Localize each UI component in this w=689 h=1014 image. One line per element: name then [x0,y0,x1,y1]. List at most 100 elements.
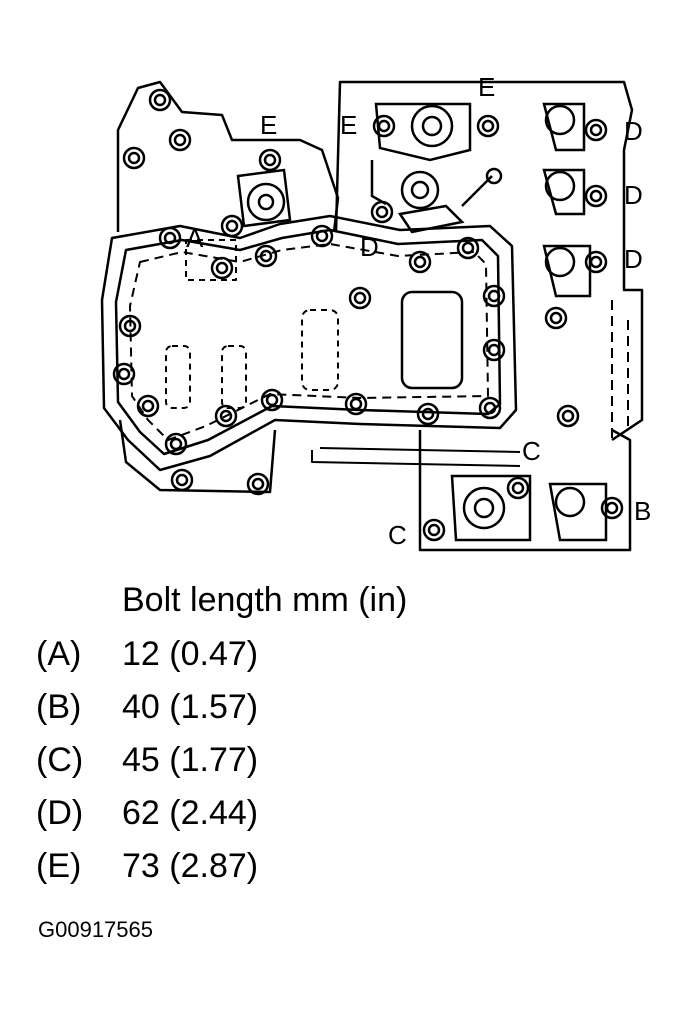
bolt-center [117,367,131,381]
bolt-center [141,399,155,413]
callout-d-right-3: D [624,244,643,274]
solenoid-d-1 [542,102,586,152]
callout-d-center: D [360,232,379,262]
bolt-center [377,119,391,133]
bolt-center [589,189,603,203]
bolt-head [254,244,278,268]
oil-pipe [311,447,521,467]
legend-value: 12 (0.47) [122,635,259,673]
legend-code: (C) [36,741,84,779]
right-dashed-column [611,300,629,440]
bolt-head [214,404,238,428]
callout-b: B [634,496,651,526]
bolt-center [315,229,329,243]
bolt-center [413,255,427,269]
bolt-head [544,306,568,330]
legend-code: (A) [36,635,82,673]
hidden-spool-2 [221,345,247,409]
upper-left-casting [116,80,340,233]
bolt-center [461,241,475,255]
solenoid-c [450,474,532,542]
bolt-center [589,123,603,137]
bolt-head [310,224,334,248]
legend-code: (D) [36,794,84,832]
legend-code: (B) [36,688,82,726]
bolt-head [148,88,172,112]
lower-casting [118,419,277,494]
bolt-head [416,402,440,426]
callout-e-left: E [260,110,277,140]
solenoid-plate-lower [418,428,632,552]
bolt-center [175,473,189,487]
bolt-center [173,133,187,147]
bolt-head [408,250,432,274]
bolt-center [353,291,367,305]
legend-code: (E) [36,847,82,885]
bolt-center [427,523,441,537]
bolt-head [210,256,234,280]
separator-plate-outer [100,214,518,472]
bolt-center [483,401,497,415]
bolt-head [220,214,244,238]
bolt-center [605,501,619,515]
legend-value: 40 (1.57) [122,688,259,726]
bolt-head [122,146,146,170]
bolt-head [584,250,608,274]
callout-d-right-1: D [624,116,643,146]
solenoid-d-2 [542,168,586,216]
bolt-head [506,476,530,500]
callout-e-mid: E [340,110,357,140]
bolt-group [112,88,624,542]
solenoid-plate-upper [334,80,644,442]
callout-e-top: E [478,72,495,102]
bolt-head [600,496,624,520]
bolt-center [163,231,177,245]
bolt-head [478,396,502,420]
bolt-head [482,284,506,308]
bolt-head [136,394,160,418]
legend-value: 45 (1.77) [122,741,259,779]
bolt-center [487,289,501,303]
bolt-center [127,151,141,165]
bolt-head [482,338,506,362]
bolt-head [584,118,608,142]
bolt-head [168,128,192,152]
bolt-center [169,437,183,451]
hidden-block [185,239,237,281]
bolt-head [348,286,372,310]
bolt-center [589,255,603,269]
bolt-head [370,200,394,224]
bolt-head [170,468,194,492]
bolt-center [487,343,501,357]
bolt-center [215,261,229,275]
bolt-head [118,314,142,338]
bolt-center [123,319,137,333]
bolt-center [251,477,265,491]
bolt-head [556,404,580,428]
callout-c-bottom: C [388,520,407,550]
bolt-head [258,148,282,172]
bolt-center [549,311,563,325]
valve-body-diagram: A B C C D D D D E E E [100,72,651,552]
bolt-center [263,153,277,167]
bolt-center [511,481,525,495]
solenoid-d-3 [542,244,592,298]
legend-value: 73 (2.87) [122,847,259,885]
solenoid-e-left [236,168,292,228]
legend-value: 62 (2.44) [122,794,259,832]
solenoid-b [548,482,608,542]
bolt-head [476,114,500,138]
bolt-center [561,409,575,423]
bolt-center [219,409,233,423]
bolt-center [153,93,167,107]
bolt-head [456,236,480,260]
callout-a: A [186,223,204,253]
hidden-spool-1 [301,309,339,391]
callout-d-right-2: D [624,180,643,210]
bolt-center [259,249,273,263]
solenoid-e-lower [370,160,503,234]
filter-window [400,290,464,390]
separator-plate-dashed-path [129,243,489,441]
solenoid-e-upper [374,102,472,162]
hidden-spool-3 [165,345,191,409]
